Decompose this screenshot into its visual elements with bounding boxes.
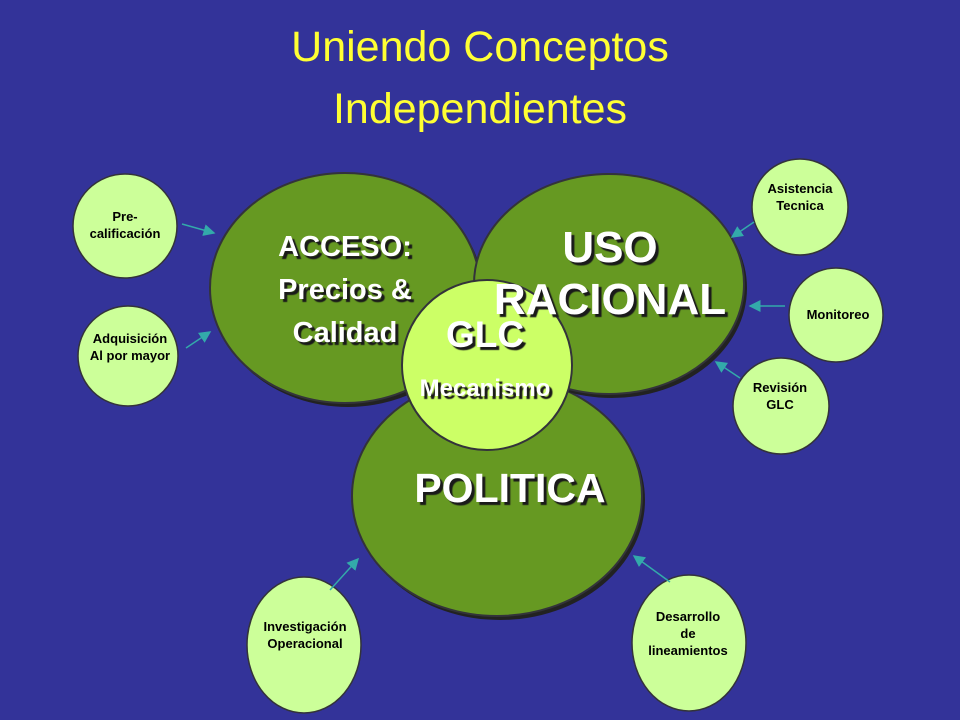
arrow-asistencia <box>730 221 755 238</box>
node-revision-circle <box>732 357 830 455</box>
node-asistencia-circle <box>751 158 849 256</box>
glc-center-circle <box>401 279 573 451</box>
slide-title-line2: Independientes <box>332 85 628 133</box>
node-investigacion-label: Investigación Operacional <box>263 619 347 651</box>
arrow-precalificacion <box>181 223 216 236</box>
uso-racional-label: USO RACIONAL <box>480 222 740 326</box>
arrow-revision <box>714 361 741 379</box>
node-precalificacion-label: Pre- calificación <box>89 209 161 241</box>
arrow-adquisicion <box>185 331 212 349</box>
node-desarrollo-circle <box>631 574 747 712</box>
uso-label-line2: RACIONAL <box>493 275 727 324</box>
acceso-label: ACCESO: Precios & Calidad <box>230 226 460 355</box>
node-asistencia-label: Asistencia Tecnica <box>767 181 833 213</box>
node-adquisicion-label: Adquisición Al por mayor <box>89 331 171 363</box>
node-desarrollo-label: Desarrollo de lineamientos <box>648 609 728 658</box>
node-monitoreo-label: Monitoreo <box>806 307 870 322</box>
mecanismo-label: Mecanismo <box>419 375 551 402</box>
politica-label: POLITICA <box>414 465 606 511</box>
acceso-label-line1: ACCESO: <box>278 231 412 263</box>
glc-label: GLC <box>445 314 525 355</box>
arrow-desarrollo <box>632 555 671 583</box>
node-adquisicion-circle <box>77 305 179 407</box>
uso-label-line1: USO <box>562 223 658 272</box>
acceso-label-line2: Precios & <box>278 274 412 306</box>
slide-title-line1: Uniendo Conceptos <box>291 23 669 71</box>
node-precalificacion-circle <box>72 173 178 279</box>
politica-circle <box>351 375 645 620</box>
node-monitoreo-circle <box>788 267 884 363</box>
node-revision-label: Revisión GLC <box>752 380 808 412</box>
node-investigacion-circle <box>246 576 362 714</box>
arrow-investigacion <box>329 557 360 591</box>
acceso-label-line3: Calidad <box>292 317 398 349</box>
